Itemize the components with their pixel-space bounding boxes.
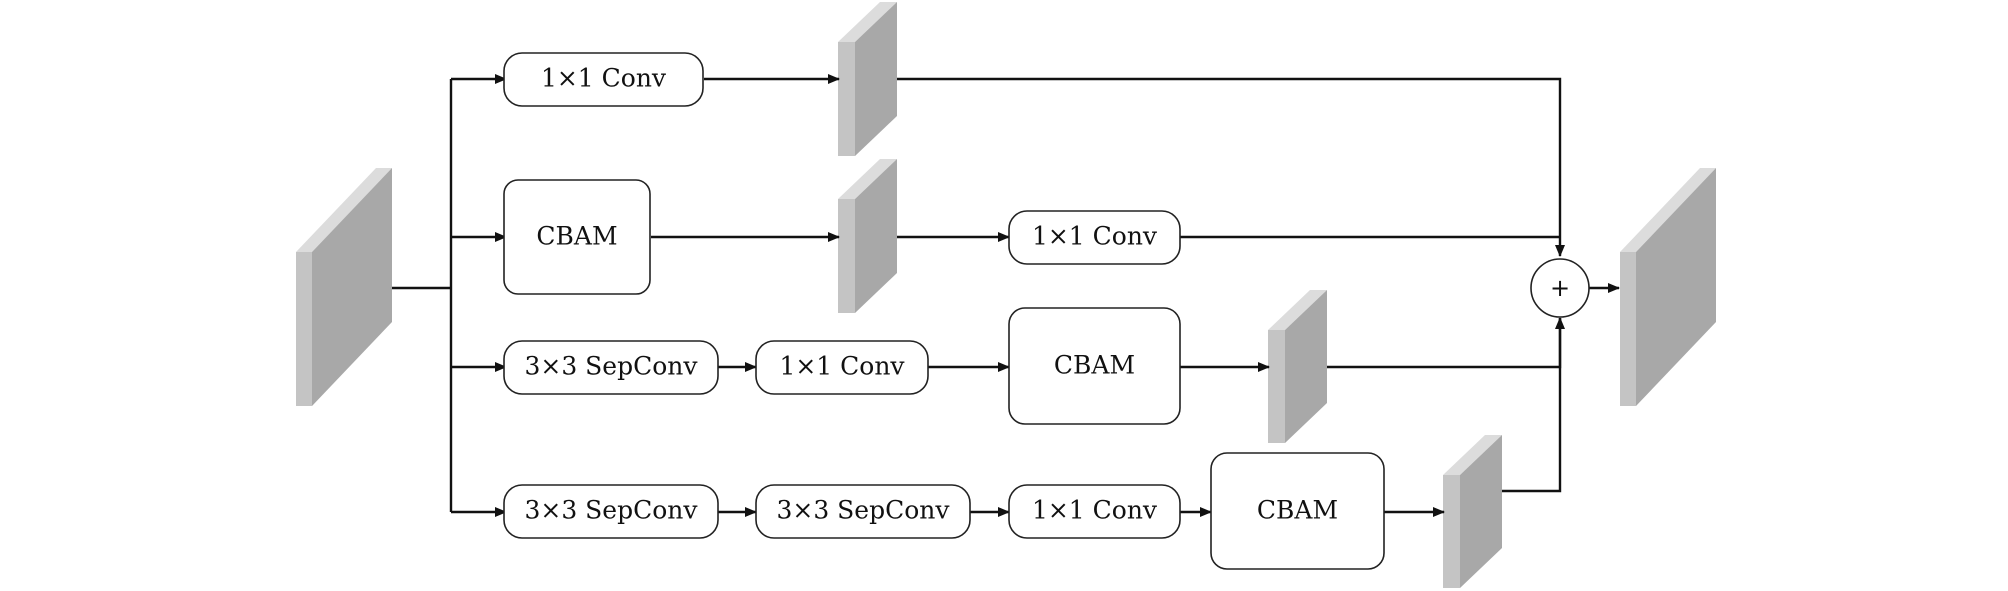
b4-map-to-sum (1502, 318, 1562, 493)
box-label: CBAM (1054, 351, 1135, 380)
box-label: 1×1 Conv (541, 64, 667, 93)
sum-node: + (1530, 258, 1590, 318)
input-feature-map (296, 168, 392, 406)
sepconv3x3-box-branch4-first: 3×3 SepConv (503, 484, 719, 539)
feature-map-branch4 (1443, 435, 1502, 588)
feature-map-branch2 (838, 159, 897, 313)
conv1x1-box-branch4: 1×1 Conv (1008, 484, 1181, 539)
cbam-box-branch2: CBAM (503, 179, 651, 295)
plus-icon: + (1550, 274, 1570, 302)
box-label: 3×3 SepConv (524, 352, 698, 381)
conv1x1-box-branch2: 1×1 Conv (1008, 210, 1181, 265)
output-feature-map (1620, 168, 1716, 406)
box-label: 1×1 Conv (779, 352, 905, 381)
conv1x1-box-branch3: 1×1 Conv (755, 340, 929, 395)
box-label: 1×1 Conv (1032, 496, 1158, 525)
conv1x1-box-branch1: 1×1 Conv (503, 52, 704, 107)
feature-map-branch1 (838, 2, 897, 156)
box-label: 3×3 SepConv (776, 496, 950, 525)
box-label: CBAM (1257, 496, 1338, 525)
sepconv3x3-box-branch4-second: 3×3 SepConv (755, 484, 971, 539)
connections (392, 74, 1620, 517)
cbam-box-branch3: CBAM (1008, 307, 1181, 425)
b3-map-to-sum (1327, 317, 1565, 369)
feature-map-branch3 (1268, 290, 1327, 443)
cbam-box-branch4: CBAM (1210, 452, 1385, 570)
sepconv3x3-box-branch3: 3×3 SepConv (503, 340, 719, 395)
box-label: CBAM (536, 222, 617, 251)
box-label: 1×1 Conv (1032, 222, 1158, 251)
b1-map-to-sum (897, 77, 1565, 257)
box-label: 3×3 SepConv (524, 496, 698, 525)
